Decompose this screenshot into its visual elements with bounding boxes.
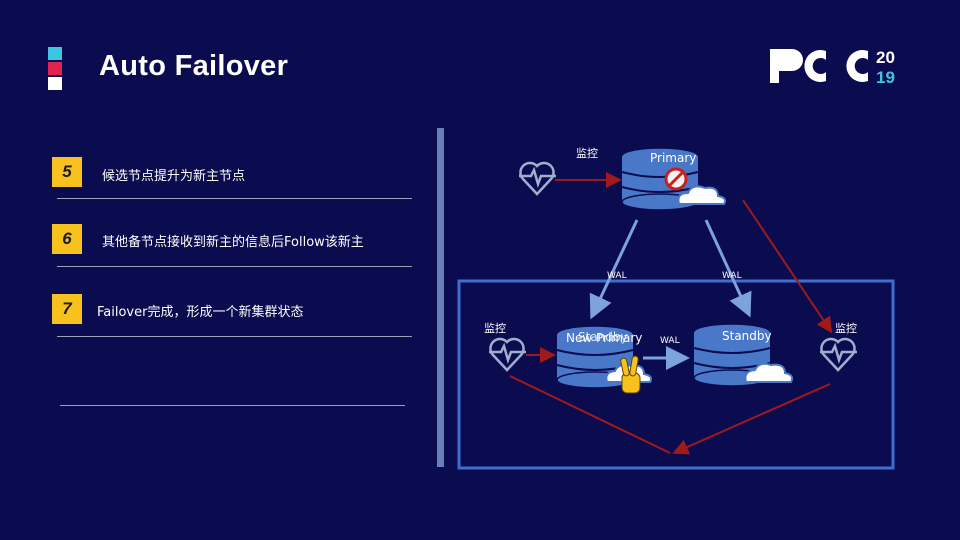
step-6-text: 其他备节点接收到新主的信息后Follow该新主 [102,235,364,250]
svg-text:20: 20 [876,48,895,67]
wal-label: WAL [722,271,742,281]
wal-arrow [589,219,639,320]
pcc-logo-icon: 20 19 [770,48,895,86]
standby-overlap-label: Standby [578,330,628,344]
heart-monitor-icon [519,161,556,196]
new-primary-label: New Primary [566,331,643,345]
divider-line [57,266,412,267]
step-7-text: Failover完成，形成一个新集群状态 [97,305,304,320]
monitor-label: 监控 [576,147,598,160]
wal-label: WAL [607,271,627,281]
svg-text:19: 19 [876,68,895,86]
wal-arrow [704,219,752,318]
new-cluster-frame [457,279,895,470]
step-7-badge: 7 [52,294,82,324]
victory-hand-icon [620,355,641,394]
standby-db-icon [693,323,771,387]
monitor-arrow [742,199,833,334]
divider-line [57,198,412,199]
divider-line [60,405,405,406]
brand-mark-icon [48,47,62,91]
heart-monitor-icon [820,337,857,372]
monitor-label: 监控 [835,322,857,335]
vertical-divider [437,128,444,467]
wal-label: WAL [660,336,680,346]
primary-label: Primary [650,151,697,165]
pcc-logo: 20 19 [768,46,928,86]
step-5-badge: 5 [52,157,82,187]
step-5-text: 候选节点提升为新主节点 [102,169,246,184]
cloud-icon [744,362,794,383]
monitor-arrow [509,375,671,454]
monitor-arrow [672,383,831,455]
step-6-badge: 6 [52,224,82,254]
divider-line [57,336,412,337]
standby-label: Standby [722,329,772,343]
cloud-icon [677,185,727,205]
slide-title: Auto Failover [99,50,289,82]
prohibited-icon [664,167,688,191]
heart-monitor-icon [489,337,526,372]
monitor-label: 监控 [484,322,506,335]
